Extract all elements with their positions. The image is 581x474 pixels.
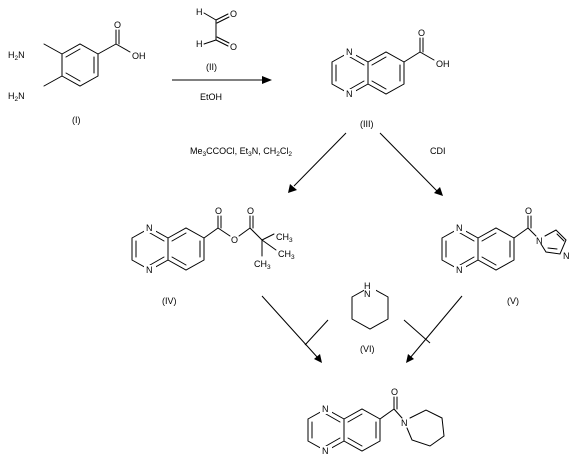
arrow-step-1 (172, 76, 272, 84)
compound-iv-structure: N N O O O CH3 CH3 CH3 (131, 206, 295, 275)
reagent-ethanol: EtOH (200, 92, 222, 102)
arrow-step-3-left (261, 295, 329, 363)
methyl-group-3: CH3 (254, 259, 271, 271)
ring-nitrogen-bottom: N (346, 89, 353, 99)
carbonyl-oxygen: O (391, 387, 398, 397)
methyl-group-1: CH3 (276, 232, 293, 244)
ring-nitrogen-bottom: N (322, 446, 329, 456)
aldehyde-h-bottom: H (196, 39, 203, 49)
compound-v-structure: N N O N N (441, 206, 570, 275)
compound-label-i: (I) (72, 115, 81, 125)
compound-label-iii: (III) (360, 119, 374, 129)
carbonyl-oxygen: O (525, 206, 532, 216)
amide-nitrogen: N (401, 418, 408, 428)
hydroxyl-label: OH (132, 51, 146, 61)
carbonyl-oxygen-label: O (114, 20, 121, 30)
methyl-group-2: CH3 (278, 249, 295, 261)
compound-label-ii: (II) (206, 62, 217, 72)
carbonyl-oxygen-label: O (418, 28, 425, 38)
anhydride-oxygen: O (231, 235, 238, 245)
hydroxyl-label: OH (436, 59, 450, 69)
imidazole-n1: N (536, 236, 543, 246)
ring-nitrogen-top: N (146, 223, 153, 233)
compound-label-iv: (IV) (162, 296, 177, 306)
aldehyde-h-top: H (196, 7, 203, 17)
compound-i-structure: H2N H2N O OH (8, 20, 146, 103)
arrow-step-3-right (403, 295, 463, 363)
compound-iii-structure: N N O OH (331, 28, 450, 99)
compound-label-v: (V) (507, 296, 519, 306)
ring-nitrogen-bottom: N (456, 265, 463, 275)
piperidine-n: N (364, 289, 371, 299)
carbonyl-oxygen-1: O (215, 206, 222, 216)
carbonyl-oxygen-2: O (247, 206, 254, 216)
compound-ii-structure: H O H O (196, 7, 237, 52)
arrow-step-2-right (379, 132, 443, 196)
reagent-cdi: CDI (430, 146, 446, 156)
product-structure: N N O N (307, 387, 445, 456)
ring-nitrogen-top: N (456, 223, 463, 233)
imidazole-n3: N (563, 251, 570, 261)
ring-nitrogen-top: N (346, 47, 353, 57)
aldehyde-o-bottom: O (230, 42, 237, 52)
ring-nitrogen-bottom: N (146, 265, 153, 275)
ring-nitrogen-top: N (322, 404, 329, 414)
compound-vi-structure: H N (351, 281, 389, 330)
reagent-pivaloyl-chloride: Me3CCOCl, Et3N, CH2Cl2 (190, 146, 292, 158)
compound-label-vi: (VI) (360, 344, 375, 354)
arrow-step-2-left (288, 132, 347, 193)
amine-label-bottom: H2N (8, 91, 25, 103)
amine-label-top: H2N (8, 50, 25, 62)
piperidine-nh: H (364, 281, 371, 291)
aldehyde-o-top: O (230, 9, 237, 19)
